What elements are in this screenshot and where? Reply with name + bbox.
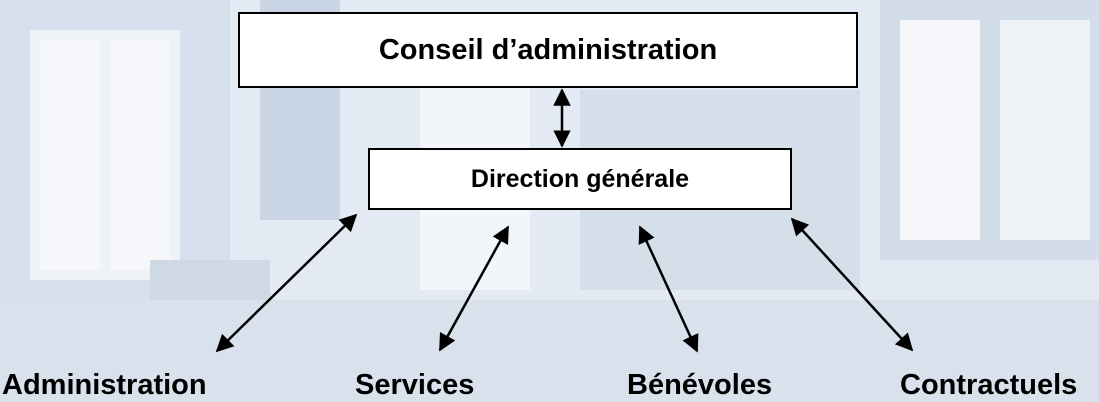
unit-contractuels: Contractuels <box>900 369 1078 401</box>
unit-administration: Administration <box>2 369 207 401</box>
unit-benevoles: Bénévoles <box>627 369 773 401</box>
unit-services: Services <box>355 369 475 401</box>
arrow-management-to-contractuels <box>790 217 914 352</box>
arrow-management-to-benevoles <box>638 225 699 353</box>
arrow-management-to-administration <box>215 213 358 353</box>
board-of-directors-box: Conseil d’administration <box>238 12 858 88</box>
board-of-directors-label: Conseil d’administration <box>378 33 718 66</box>
arrow-management-to-services <box>438 225 510 352</box>
general-management-label: Direction générale <box>470 164 690 193</box>
general-management-box: Direction générale <box>368 148 792 210</box>
